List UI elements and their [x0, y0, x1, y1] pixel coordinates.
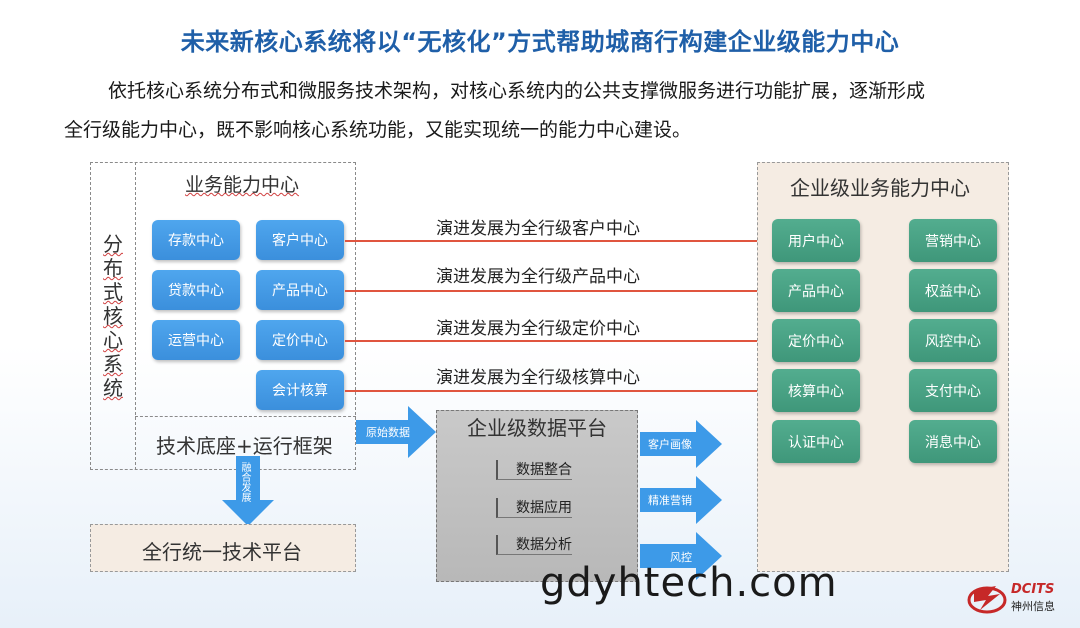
vertical-char: 统 [103, 376, 123, 400]
tech-base-label: 技术底座+运行框架 [156, 434, 333, 458]
vertical-char: 布 [103, 256, 123, 280]
unified-platform-box [90, 524, 356, 572]
enterprise-data-platform-title: 企业级数据平台 [467, 416, 607, 440]
vertical-char: 核 [103, 304, 123, 328]
evolve-label-pricing: 演进发展为全行级定价中心 [436, 319, 640, 339]
output-arrow-customer-profile [640, 420, 722, 468]
auth-center-button[interactable]: 认证中心 [772, 420, 860, 463]
accounting-button[interactable]: 会计核算 [256, 370, 344, 410]
deposit-center-button[interactable]: 存款中心 [152, 220, 240, 260]
dcits-logo-icon [967, 586, 1007, 614]
evolve-arrow-customer [345, 236, 773, 244]
ent-product-center-button[interactable]: 产品中心 [772, 269, 860, 312]
tech-base-divider [135, 416, 356, 417]
intro-line-1: 依托核心系统分布式和微服务技术架构，对核心系统内的公共支撑微服务进行功能扩展，逐… [108, 80, 926, 102]
enterprise-capability-title: 企业级业务能力中心 [790, 176, 970, 200]
evolve-label-product: 演进发展为全行级产品中心 [436, 267, 640, 287]
evolve-arrow-pricing [345, 336, 773, 344]
operations-center-button[interactable]: 运营中心 [152, 320, 240, 360]
output-arrow-risk-control [640, 532, 722, 580]
rights-center-button[interactable]: 权益中心 [909, 269, 997, 312]
ent-pricing-center-button[interactable]: 定价中心 [772, 319, 860, 362]
data-platform-item: 数据整合 [496, 460, 572, 480]
unified-platform-label: 全行统一技术平台 [142, 540, 302, 564]
data-platform-item: 数据分析 [496, 535, 572, 555]
logo-brand: DCITS [1011, 582, 1055, 597]
marketing-center-button[interactable]: 营销中心 [909, 219, 997, 262]
merge-down-arrow [222, 456, 274, 526]
vertical-char: 心 [103, 328, 123, 352]
evolve-arrow-accounting [345, 386, 773, 394]
loan-center-button[interactable]: 贷款中心 [152, 270, 240, 310]
output-label: 风控 [670, 551, 692, 564]
accounting-center-button[interactable]: 核算中心 [772, 369, 860, 412]
vertical-label-divider [135, 162, 136, 470]
business-capability-title: 业务能力中心 [185, 174, 300, 196]
distributed-core-frame [90, 162, 356, 470]
payment-center-button[interactable]: 支付中心 [909, 369, 997, 412]
merge-label: 融合发展 [239, 462, 250, 502]
evolve-label-customer: 演进发展为全行级客户中心 [436, 219, 640, 239]
vertical-char: 式 [103, 280, 123, 304]
product-center-button[interactable]: 产品中心 [256, 270, 344, 310]
pricing-center-button[interactable]: 定价中心 [256, 320, 344, 360]
message-center-button[interactable]: 消息中心 [909, 420, 997, 463]
output-label: 客户画像 [648, 438, 692, 451]
evolve-label-accounting: 演进发展为全行级核算中心 [436, 368, 640, 388]
distributed-core-label: 分 布 式 核 心 系 统 [96, 232, 130, 400]
page-title: 未来新核心系统将以“无核化”方式帮助城商行构建企业级能力中心 [180, 28, 900, 56]
intro-line-2: 全行级能力中心，既不影响核心系统功能，又能实现统一的能力中心建设。 [64, 119, 692, 141]
raw-data-label: 原始数据 [366, 426, 410, 439]
risk-center-button[interactable]: 风控中心 [909, 319, 997, 362]
watermark-text: gdyhtech.com [540, 560, 838, 606]
vertical-char: 系 [103, 352, 123, 376]
data-platform-item: 数据应用 [496, 498, 572, 518]
enterprise-data-platform-box [436, 410, 638, 582]
user-center-button[interactable]: 用户中心 [772, 219, 860, 262]
raw-data-arrow [356, 406, 436, 458]
customer-center-button[interactable]: 客户中心 [256, 220, 344, 260]
logo-subtitle: 神州信息 [1011, 600, 1055, 613]
output-label: 精准营销 [648, 494, 692, 507]
evolve-arrow-product [345, 286, 773, 294]
output-arrow-precision-marketing [640, 476, 722, 524]
vertical-char: 分 [103, 232, 123, 256]
